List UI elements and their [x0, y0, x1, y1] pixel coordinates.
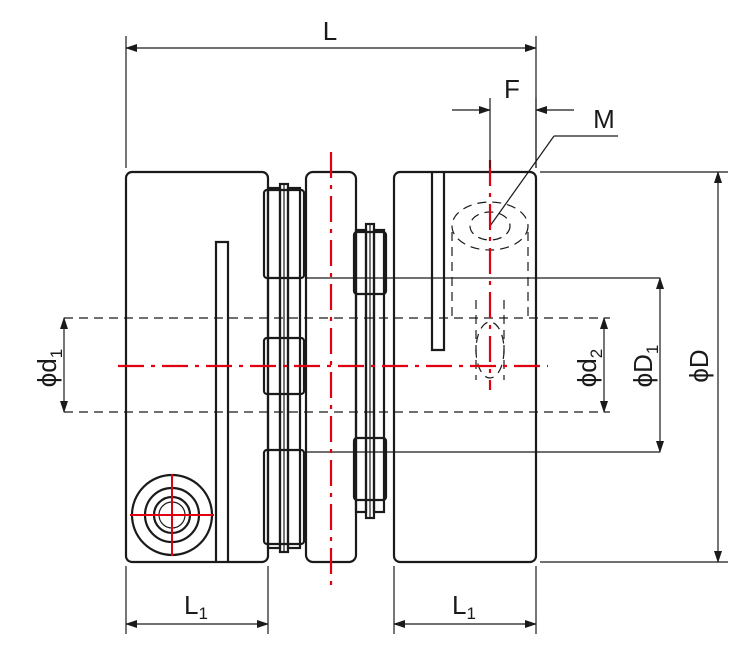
disc-pack-left: [262, 182, 306, 554]
label-phi-D: ϕD: [684, 349, 714, 382]
dimension-D: ϕD: [540, 171, 728, 563]
label-phi-D1: ϕD1: [628, 345, 662, 388]
dimension-L1-left: L1: [125, 566, 269, 634]
dimension-L1-right: L1: [393, 566, 537, 634]
label-M: M: [593, 104, 615, 134]
dimension-d1: ϕd1: [32, 317, 68, 413]
label-phi-d2: ϕd2: [572, 349, 606, 388]
label-phi-d1: ϕd1: [32, 349, 66, 388]
hidden-lines: [64, 277, 660, 453]
label-L: L: [323, 16, 337, 46]
dimension-D1: ϕD1: [628, 277, 664, 453]
dimension-L: L: [125, 16, 537, 168]
label-L1-left: L1: [184, 590, 208, 623]
label-L1-right: L1: [452, 590, 476, 623]
right-hub: [392, 135, 618, 564]
label-F: F: [504, 74, 520, 104]
center-lines: [118, 152, 548, 590]
dimension-d2: ϕd2: [572, 317, 608, 413]
dimension-F: F: [452, 74, 574, 168]
disc-pack-right: [352, 222, 388, 520]
